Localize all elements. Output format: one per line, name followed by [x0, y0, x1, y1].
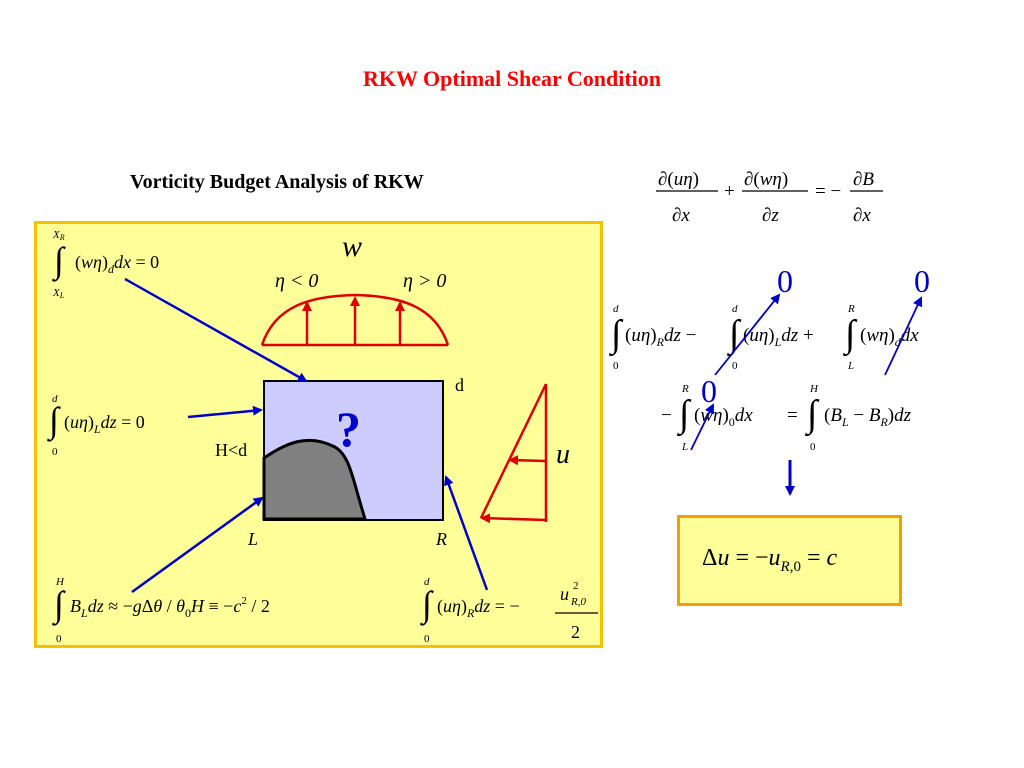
question-mark: ?: [336, 401, 361, 457]
svg-text:2: 2: [571, 622, 580, 642]
svg-text:∫: ∫: [47, 400, 61, 442]
svg-text:∫: ∫: [805, 393, 820, 437]
svg-text:R: R: [847, 303, 855, 315]
left-arrows: [124, 277, 489, 594]
svg-text:L: L: [681, 441, 688, 453]
svg-text:(wη)ddx: (wη)ddx: [860, 325, 919, 349]
svg-text:d: d: [732, 303, 738, 315]
u-label: u: [556, 439, 570, 470]
svg-text:2: 2: [573, 580, 579, 592]
result-box: [677, 515, 902, 606]
eq-bottom-integral: ∫ H 0 BLdz ≈ −gΔθ / θ0H ≡ −c2 / 2: [52, 576, 270, 645]
svg-text:0: 0: [52, 446, 58, 458]
h-label: H<d: [215, 440, 247, 460]
svg-text:Δu = −uR,0 = c: Δu = −uR,0 = c: [702, 545, 837, 575]
svg-text:u: u: [560, 584, 569, 604]
svg-text:d: d: [424, 576, 430, 588]
r-label: R: [435, 529, 447, 549]
eq-top-integral: ∫ XR XL (wη)ddx = 0: [52, 229, 159, 300]
eq-second-row: − ∫ R L (wη)0dx = ∫ H 0 (BL − BR)dz: [661, 383, 912, 453]
svg-text:∂(wη): ∂(wη): [744, 169, 788, 190]
svg-text:(BL − BR)dz: (BL − BR)dz: [824, 405, 912, 429]
svg-text:∫: ∫: [420, 584, 434, 626]
svg-text:−: −: [661, 405, 672, 426]
eta-negative-label: η < 0: [275, 270, 318, 292]
svg-text:∫: ∫: [609, 313, 624, 357]
result-equation: Δu = −uR,0 = c: [702, 545, 837, 575]
d-label: d: [455, 375, 464, 395]
svg-text:0: 0: [424, 633, 430, 645]
svg-text:∂(uη): ∂(uη): [658, 169, 699, 190]
svg-text:∫: ∫: [52, 584, 66, 626]
zero-1: 0: [777, 263, 793, 299]
svg-text:∫: ∫: [677, 393, 692, 437]
svg-text:∂B: ∂B: [853, 169, 874, 190]
eq-mid-integral: ∫ d 0 (uη)Ldz = 0: [47, 393, 145, 458]
svg-text:=: =: [787, 405, 798, 426]
u-profile: [479, 383, 548, 524]
eq-bottom-right-integral: ∫ d 0 (uη)Rdz = − u 2 R,0 2: [420, 576, 598, 645]
svg-text:+: +: [724, 181, 735, 202]
svg-text:0: 0: [810, 441, 816, 453]
svg-text:H: H: [55, 576, 65, 588]
svg-text:= −: = −: [815, 181, 841, 202]
svg-text:BLdz ≈ −gΔθ / θ0H ≡ −c2 / 2: BLdz ≈ −gΔθ / θ0H ≡ −c2 / 2: [70, 595, 270, 620]
page-title: RKW Optimal Shear Condition: [362, 66, 662, 91]
svg-text:∂z: ∂z: [762, 205, 779, 226]
svg-text:0: 0: [732, 360, 738, 372]
w-profile: [260, 293, 450, 347]
svg-text:R: R: [681, 383, 689, 395]
zero-3: 0: [701, 373, 717, 409]
svg-text:d: d: [613, 303, 619, 315]
svg-text:∂x: ∂x: [672, 205, 690, 226]
eq-main: ∂(uη) ∂x + ∂(wη) ∂z = − ∂B ∂x: [656, 169, 883, 226]
svg-text:∫: ∫: [52, 240, 66, 282]
svg-text:∂x: ∂x: [853, 205, 871, 226]
strike-arrows: [690, 293, 923, 451]
svg-text:d: d: [52, 393, 58, 405]
svg-text:(wη)ddx = 0: (wη)ddx = 0: [75, 252, 159, 276]
zero-2: 0: [914, 263, 930, 299]
l-label: L: [247, 529, 258, 549]
svg-text:0: 0: [613, 360, 619, 372]
svg-text:XR: XR: [52, 229, 65, 242]
svg-text:H: H: [809, 383, 819, 395]
svg-text:(uη)Ldz = 0: (uη)Ldz = 0: [64, 412, 145, 436]
eta-positive-label: η > 0: [403, 270, 446, 292]
svg-text:(uη)Rdz −: (uη)Rdz −: [625, 325, 696, 349]
svg-text:XL: XL: [52, 287, 65, 300]
svg-text:R,0: R,0: [570, 596, 586, 608]
svg-text:∫: ∫: [843, 313, 858, 357]
svg-text:L: L: [847, 360, 854, 372]
svg-text:(uη)Rdz = −: (uη)Rdz = −: [437, 596, 520, 620]
w-label: w: [342, 230, 362, 263]
section-subtitle: Vorticity Budget Analysis of RKW: [130, 171, 424, 193]
cold-pool: [262, 438, 368, 521]
svg-text:0: 0: [56, 633, 62, 645]
svg-text:(uη)Ldz +: (uη)Ldz +: [743, 325, 814, 349]
